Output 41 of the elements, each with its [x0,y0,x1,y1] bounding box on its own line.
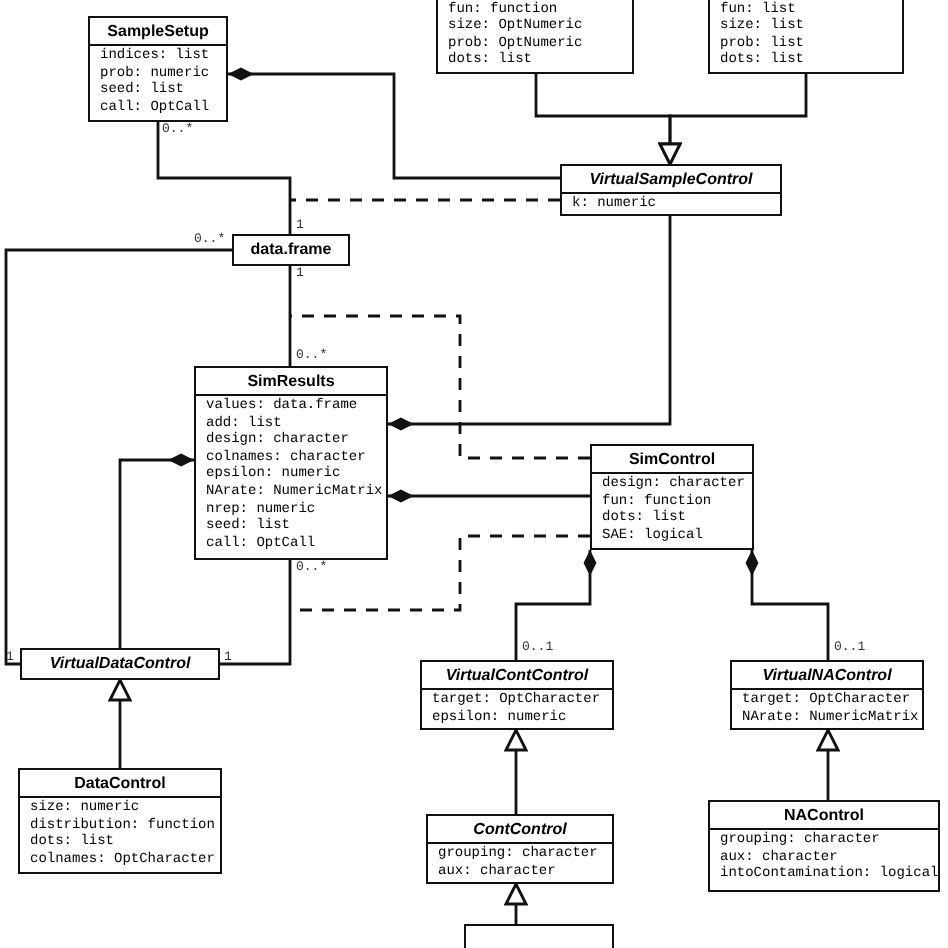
association-line [288,266,292,366]
class-box [708,0,904,74]
composition-line [118,453,194,648]
class-box [730,660,924,730]
composition-line [228,67,560,180]
generalization-arrow [658,74,808,166]
association-line [4,248,232,666]
association-line [156,122,292,234]
composition-line [745,550,830,660]
class-name: ContControl [473,821,567,837]
class-box [420,660,614,730]
class-name: SimControl [628,451,716,467]
composition-line [388,489,590,503]
composition-line [388,216,672,431]
class-name: VirtualContControl [445,667,589,683]
class-box [88,16,228,122]
class-name: VirtualSampleControl [589,171,753,187]
class-name: VirtualNAControl [762,667,892,683]
class-box [560,164,782,216]
dashed-link-line [290,198,560,202]
class-box [426,814,614,884]
class-box [590,444,754,550]
class-box [708,800,940,892]
class-box [436,0,634,74]
class-name: SimResults [247,373,335,389]
class-box [18,768,222,874]
dashed-link-line [290,314,590,460]
generalization-arrow [504,728,528,814]
generalization-arrow [504,882,528,924]
class-box [20,648,220,680]
class-name: SampleSetup [107,23,209,39]
class-name: data.frame [250,242,332,258]
composition-line [514,550,597,660]
class-box [232,234,350,266]
association-line [220,560,292,666]
class-box [194,366,388,560]
class-name: NAControl [784,807,864,823]
generalization-arrow [816,728,840,800]
generalization-arrow [108,678,132,768]
class-name: DataControl [74,775,166,791]
class-name: VirtualDataControl [49,656,191,672]
